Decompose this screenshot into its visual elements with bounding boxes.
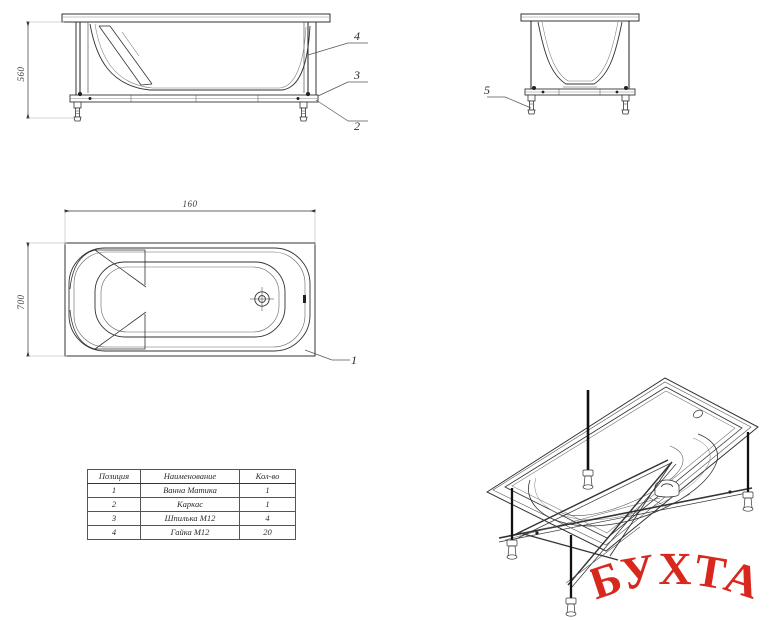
parts-table: Позиция Наименование Кол-во 1 Ванна Мати… [87, 469, 296, 540]
iso-drain [647, 479, 691, 508]
callout-label-2: 2 [354, 119, 360, 133]
dimension-560 [26, 21, 75, 119]
callout-label-3: 3 [353, 68, 360, 82]
cell-quantity: 1 [239, 497, 296, 512]
cell-position: 4 [87, 525, 141, 540]
callout-label-4: 4 [354, 29, 360, 43]
dimension-label-160: 160 [183, 199, 198, 209]
table-row: 4 Гайка М12 20 [87, 525, 296, 540]
callout-label-5: 5 [484, 83, 490, 97]
iso-foot-c [506, 539, 518, 560]
callout-leaders-front [307, 42, 368, 122]
cell-name: Шпилька М12 [140, 511, 240, 526]
leg-side-right [621, 94, 630, 115]
cell-quantity: 1 [239, 483, 296, 498]
cell-position: 3 [87, 511, 141, 526]
table-row: 2 Каркас 1 [87, 497, 296, 512]
header-quantity: Кол-во [239, 469, 296, 484]
table-row: 3 Шпилька М12 4 [87, 511, 296, 526]
dimension-700 [26, 242, 67, 357]
iso-foot-d [565, 597, 577, 617]
header-name: Наименование [140, 469, 240, 484]
callout-leader-side [487, 96, 532, 109]
dimension-label-560: 560 [16, 67, 26, 82]
cell-position: 2 [87, 497, 141, 512]
header-position: Позиция [87, 469, 141, 484]
cell-quantity: 20 [239, 525, 296, 540]
isometric-geometry [485, 377, 759, 617]
cell-position: 1 [87, 483, 141, 498]
dimension-label-700: 700 [16, 295, 26, 310]
iso-foot-b [742, 491, 754, 512]
callout-label-1: 1 [351, 353, 357, 367]
front-elevation-geometry [61, 13, 331, 122]
plan-view-geometry [64, 242, 316, 357]
cell-name: Гайка М12 [140, 525, 240, 540]
parts-table-header-row: Позиция Наименование Кол-во [87, 469, 296, 484]
cell-name: Каркас [140, 497, 240, 512]
leg-front-right [299, 101, 308, 122]
table-row: 1 Ванна Матика 1 [87, 483, 296, 498]
drain-detail [250, 287, 274, 311]
side-elevation-geometry [520, 13, 640, 115]
callout-leader-plan [304, 349, 350, 361]
leg-front-left [73, 101, 82, 122]
cell-name: Ванна Матика [140, 483, 240, 498]
leg-side-left [527, 94, 536, 115]
iso-foot-a [582, 469, 594, 490]
dimension-160 [64, 209, 316, 245]
cell-quantity: 4 [239, 511, 296, 526]
